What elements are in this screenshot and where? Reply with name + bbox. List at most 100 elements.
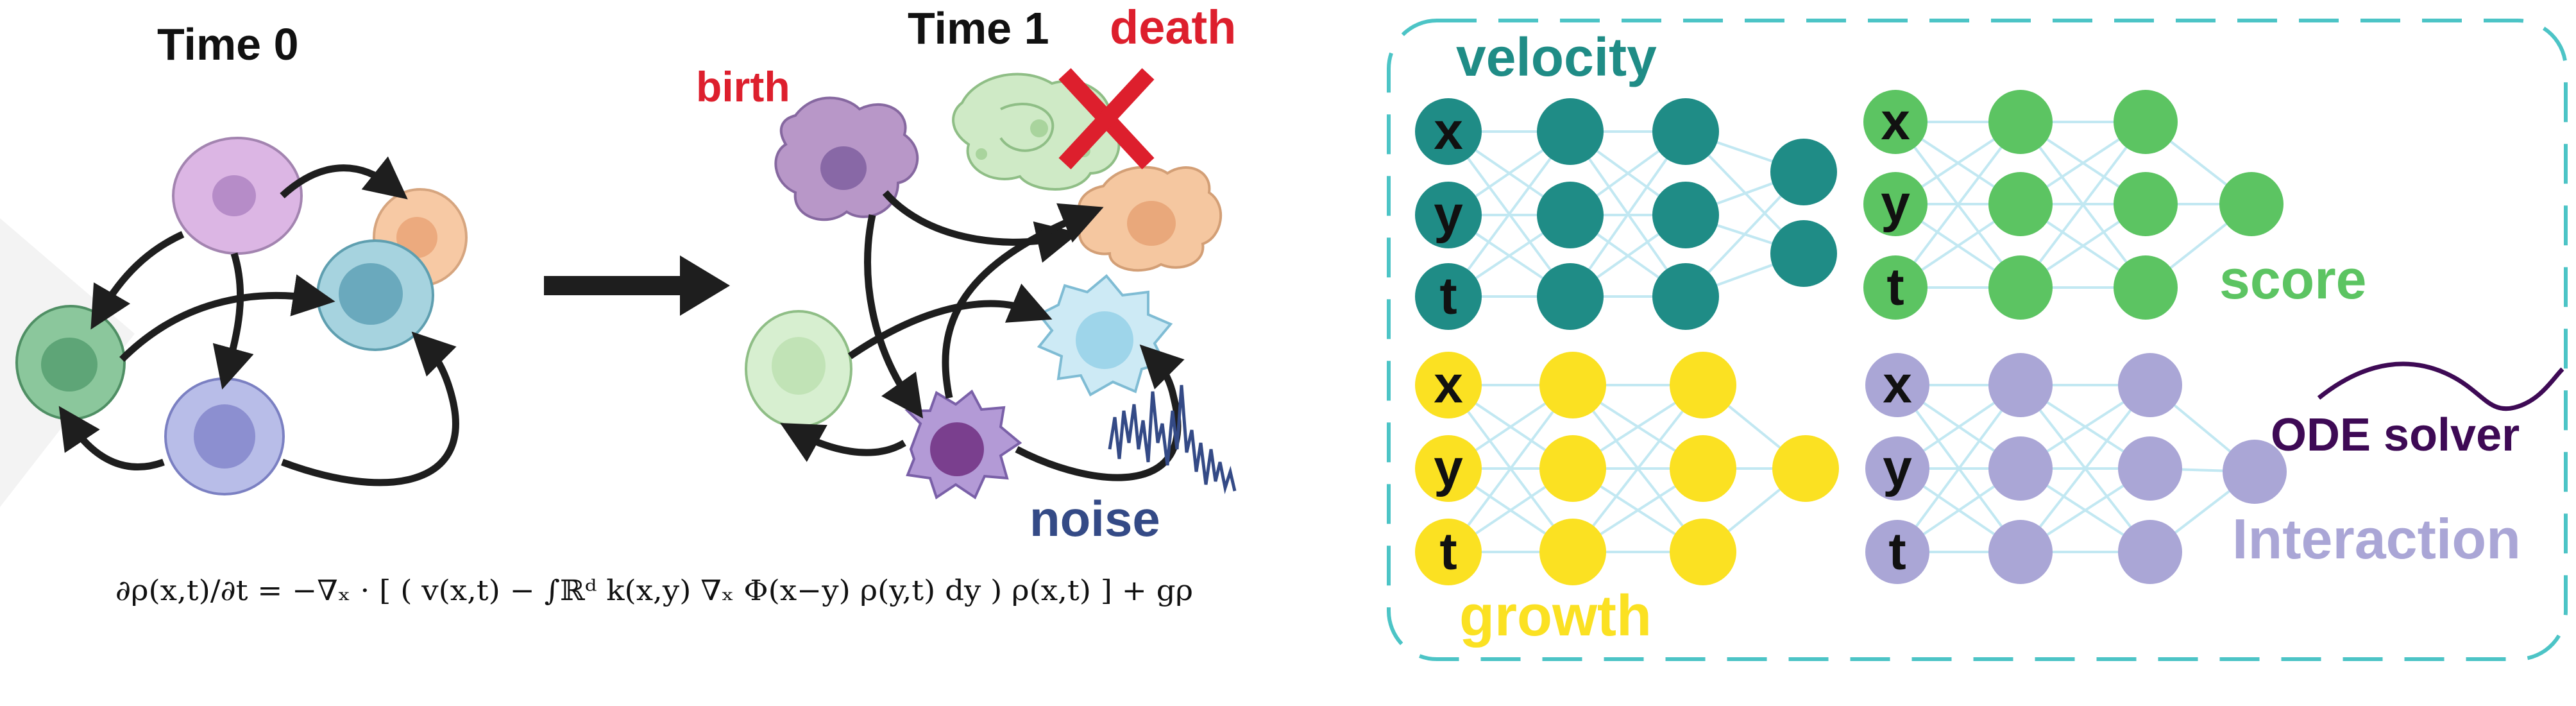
growth-input-label: t bbox=[1439, 522, 1457, 581]
velocity-input-node-t bbox=[1415, 263, 1482, 330]
interaction-input-label: t bbox=[1888, 522, 1906, 581]
arrow-purple-to-orange bbox=[280, 156, 408, 200]
time1-cells bbox=[745, 73, 1222, 500]
ode-solver-label: ODE solver bbox=[2271, 409, 2520, 461]
growth-hidden-node bbox=[1539, 435, 1606, 502]
velocity-input-label: y bbox=[1434, 185, 1463, 244]
growth-input-label: y bbox=[1434, 439, 1463, 497]
noise-trace bbox=[1108, 384, 1237, 494]
score-hidden-node bbox=[2114, 255, 2178, 320]
score-edges bbox=[1894, 121, 2253, 289]
noise-label: noise bbox=[1030, 490, 1160, 547]
score-input-label: t bbox=[1886, 258, 1904, 316]
interaction-hidden-node bbox=[1988, 436, 2053, 501]
velocity-hidden-node bbox=[1652, 263, 1719, 330]
death-label: death bbox=[1110, 1, 1236, 54]
interaction-input-node-y bbox=[1865, 436, 1929, 501]
velocity-input-node-x bbox=[1415, 98, 1482, 165]
time1-arrows bbox=[780, 190, 1185, 481]
velocity-output-node bbox=[1770, 220, 1837, 287]
velocity-hidden-node bbox=[1537, 182, 1604, 248]
growth-hidden-node bbox=[1539, 352, 1606, 418]
score-hidden-node bbox=[1988, 255, 2053, 320]
score-label: score bbox=[2219, 249, 2367, 311]
network-edge bbox=[1447, 130, 1572, 298]
arrow-purple-to-blue bbox=[1015, 344, 1185, 481]
velocity-label: velocity bbox=[1456, 27, 1657, 87]
blue-spiky-cell bbox=[1037, 274, 1173, 397]
time0-arrows bbox=[58, 156, 459, 486]
growth-network: xyt bbox=[1415, 352, 1839, 585]
growth-input-node-x bbox=[1415, 352, 1482, 418]
green-pale-cell bbox=[745, 310, 852, 428]
velocity-input-label: x bbox=[1434, 102, 1463, 160]
score-hidden-node bbox=[1988, 90, 2053, 154]
score-input-node-x bbox=[1863, 90, 1928, 154]
interaction-hidden-node bbox=[2118, 436, 2182, 501]
arrow-purple-to-green bbox=[780, 422, 906, 462]
arrow-blue-to-green bbox=[58, 406, 165, 470]
right-panel: xyt xyt xyt xyt velocity score growth In… bbox=[1387, 19, 2568, 661]
cell-purple-top bbox=[172, 137, 303, 255]
interaction-hidden-node bbox=[1988, 353, 2053, 417]
score-network: xyt bbox=[1863, 90, 2284, 320]
solver-curve bbox=[2317, 361, 2564, 411]
velocity-hidden-node bbox=[1537, 98, 1604, 165]
arrow-purple-to-orange bbox=[942, 203, 1104, 399]
velocity-output-node bbox=[1770, 139, 1837, 205]
network-edge bbox=[1572, 384, 1704, 553]
growth-input-label: x bbox=[1434, 356, 1463, 414]
interaction-input-label: x bbox=[1883, 356, 1912, 414]
growth-edges bbox=[1447, 384, 1807, 553]
birth-cell bbox=[774, 96, 919, 221]
network-edge bbox=[2019, 384, 2151, 553]
network-edge bbox=[1569, 130, 1687, 298]
dashed-border bbox=[1387, 19, 2568, 661]
interaction-hidden-node bbox=[2118, 520, 2182, 584]
time1-label: Time 1 bbox=[908, 3, 1049, 53]
velocity-input-node-y bbox=[1415, 182, 1482, 248]
network-edge bbox=[1896, 384, 2022, 553]
velocity-input-label: t bbox=[1439, 267, 1457, 325]
score-input-label: x bbox=[1881, 92, 1910, 151]
interaction-input-node-t bbox=[1865, 520, 1929, 584]
pde-equation: ∂ρ(x,t)/∂t = −∇ₓ · [ ( v(x,t) − ∫ℝᵈ k(x,… bbox=[115, 574, 1193, 607]
score-hidden-node bbox=[2114, 90, 2178, 154]
arrow-blue-to-teal bbox=[281, 331, 459, 486]
interaction-label: Interaction bbox=[2232, 507, 2521, 571]
time-transition-arrow bbox=[544, 255, 730, 316]
growth-hidden-node bbox=[1670, 352, 1736, 418]
growth-hidden-node bbox=[1670, 519, 1736, 585]
arrow-purple-to-green bbox=[90, 230, 185, 330]
score-hidden-node bbox=[1988, 172, 2053, 236]
birth-label: birth bbox=[696, 63, 790, 110]
network-edge bbox=[1894, 121, 2022, 289]
score-output-node bbox=[2219, 172, 2284, 236]
cell-green-left bbox=[15, 305, 126, 420]
velocity-edges bbox=[1447, 130, 1805, 298]
interaction-input-node-x bbox=[1865, 353, 1929, 417]
network-edge bbox=[2019, 121, 2147, 289]
growth-label: growth bbox=[1459, 584, 1652, 648]
interaction-hidden-node bbox=[2118, 353, 2182, 417]
time0-label: Time 0 bbox=[157, 19, 299, 69]
score-input-label: y bbox=[1881, 175, 1910, 233]
interaction-hidden-node bbox=[1988, 520, 2053, 584]
growth-hidden-node bbox=[1539, 519, 1606, 585]
arrow-birth-to-purple bbox=[864, 214, 924, 418]
purple-spiky-cell bbox=[904, 389, 1022, 500]
cell-blue bbox=[164, 377, 285, 495]
interaction-edges bbox=[1896, 384, 2256, 553]
growth-output-node bbox=[1772, 435, 1839, 502]
score-input-node-y bbox=[1863, 172, 1928, 236]
growth-input-node-t bbox=[1415, 519, 1482, 585]
orange-spiky-cell bbox=[1077, 166, 1222, 272]
arrow-purple-to-blue bbox=[212, 252, 254, 390]
interaction-output-node bbox=[2223, 440, 2287, 504]
velocity-network: xyt bbox=[1415, 98, 1837, 330]
velocity-hidden-node bbox=[1537, 263, 1604, 330]
arrow-green-to-teal bbox=[119, 274, 335, 362]
interaction-input-label: y bbox=[1883, 439, 1912, 497]
velocity-hidden-node bbox=[1652, 98, 1719, 165]
